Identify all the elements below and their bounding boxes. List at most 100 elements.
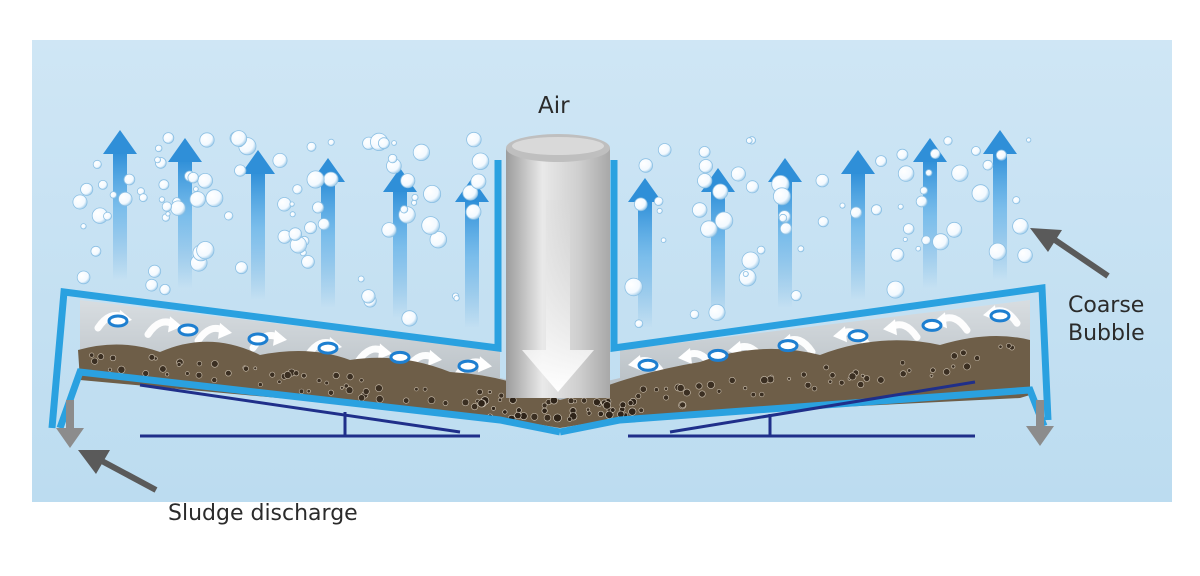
sludge-particle xyxy=(857,380,865,388)
bubble xyxy=(756,245,766,255)
sludge-particle xyxy=(860,373,865,378)
sludge-particle xyxy=(543,414,552,422)
bubble xyxy=(230,130,248,147)
sludge-particle xyxy=(142,370,149,377)
sludge-particle xyxy=(403,397,410,404)
bubble xyxy=(946,221,963,238)
bubble xyxy=(193,186,199,192)
flow-arrow-head xyxy=(478,356,492,373)
air-pipe xyxy=(506,134,610,398)
bubble xyxy=(839,202,846,209)
bubble xyxy=(323,171,339,187)
diffuser-disc xyxy=(847,329,869,343)
sludge-particle xyxy=(619,401,627,409)
bubble xyxy=(423,184,442,203)
coarse-bubble-label-line1: Coarse xyxy=(1068,293,1145,318)
sludge-particle xyxy=(804,381,812,389)
bubble xyxy=(875,155,887,168)
diffuser-disc xyxy=(707,348,729,362)
sludge-particle xyxy=(581,397,587,404)
sludge-particle xyxy=(185,371,190,376)
diffuser-disc xyxy=(921,318,943,332)
sludge-particle xyxy=(422,386,428,392)
sludge-particle xyxy=(301,373,307,379)
bubble xyxy=(205,189,224,208)
bubble xyxy=(886,280,905,299)
bubble xyxy=(692,202,708,218)
bubble xyxy=(890,247,905,262)
bubble xyxy=(817,216,829,228)
sludge-particle xyxy=(541,407,548,414)
diffuser-disc xyxy=(177,323,199,337)
diffuser-disc xyxy=(389,350,411,364)
bubble-up-arrow-icon xyxy=(465,200,479,328)
sludge-particle xyxy=(461,398,470,407)
sludge-particle xyxy=(176,362,182,367)
bubble xyxy=(915,245,922,252)
sludge-particle xyxy=(498,392,505,399)
bubble xyxy=(421,216,440,235)
bubble xyxy=(381,222,397,238)
bubble xyxy=(76,270,91,285)
diffuser-disc xyxy=(247,332,269,346)
discharge-flow xyxy=(56,400,1054,448)
bubble xyxy=(708,303,726,321)
bubble-up-arrow-head xyxy=(168,138,202,162)
sludge-particles xyxy=(89,342,1015,423)
sludge-particle xyxy=(695,382,703,390)
bubble-up-arrow-icon xyxy=(638,200,652,328)
bubble xyxy=(660,237,667,244)
bubble xyxy=(123,173,136,186)
sludge-particle xyxy=(743,386,748,391)
bubble xyxy=(470,173,487,190)
bubble xyxy=(224,211,234,221)
flow-arrow-head xyxy=(933,312,947,329)
bubble-up-arrow-icon xyxy=(993,152,1007,280)
sludge-particle xyxy=(716,388,722,394)
bubble xyxy=(815,173,830,188)
flow-arrow-head xyxy=(218,322,232,339)
bubble xyxy=(790,290,802,302)
bubble xyxy=(903,223,915,235)
bubble xyxy=(698,159,714,174)
sludge-particle xyxy=(759,391,765,398)
flow-arrow-head xyxy=(378,343,392,360)
bubble xyxy=(357,275,365,283)
bubble xyxy=(234,164,247,177)
bubble xyxy=(235,261,248,275)
sludge-particle xyxy=(960,349,967,356)
bubble xyxy=(930,148,941,160)
bubble xyxy=(697,173,713,189)
sludge-particle xyxy=(196,360,203,367)
sludge-particle xyxy=(442,400,449,406)
bubble-up-arrow-icon xyxy=(178,160,192,288)
flow-arrow-head xyxy=(168,316,182,333)
coarse-bubble-label-line2: Bubble xyxy=(1068,321,1145,346)
sludge-particle xyxy=(427,396,436,405)
bubble-up-arrow-icon xyxy=(851,172,865,300)
bubble xyxy=(158,179,170,191)
bubble xyxy=(971,184,990,203)
bubble xyxy=(773,187,791,206)
right-upper-wall xyxy=(610,160,1052,421)
bubble xyxy=(897,165,915,182)
bubble xyxy=(411,193,419,201)
sludge-discharge-label: Sludge discharge xyxy=(168,501,358,526)
sludge-particle xyxy=(257,382,263,387)
bubble xyxy=(301,255,315,269)
bubble xyxy=(292,184,303,195)
flow-arrow-head xyxy=(678,347,692,364)
flow-arrow-head xyxy=(833,326,847,343)
sludge-particle xyxy=(340,385,344,390)
sludge-particle xyxy=(362,388,370,395)
sludge-particle xyxy=(610,407,616,413)
bubble xyxy=(896,148,909,161)
bubble xyxy=(657,143,672,157)
bubble xyxy=(778,213,788,223)
sludge-particle xyxy=(375,384,383,393)
sludge-particle xyxy=(530,412,539,421)
bubble xyxy=(730,166,746,182)
sludge-particle xyxy=(676,384,685,392)
sludge-particle xyxy=(728,376,736,384)
bubble xyxy=(919,186,929,195)
